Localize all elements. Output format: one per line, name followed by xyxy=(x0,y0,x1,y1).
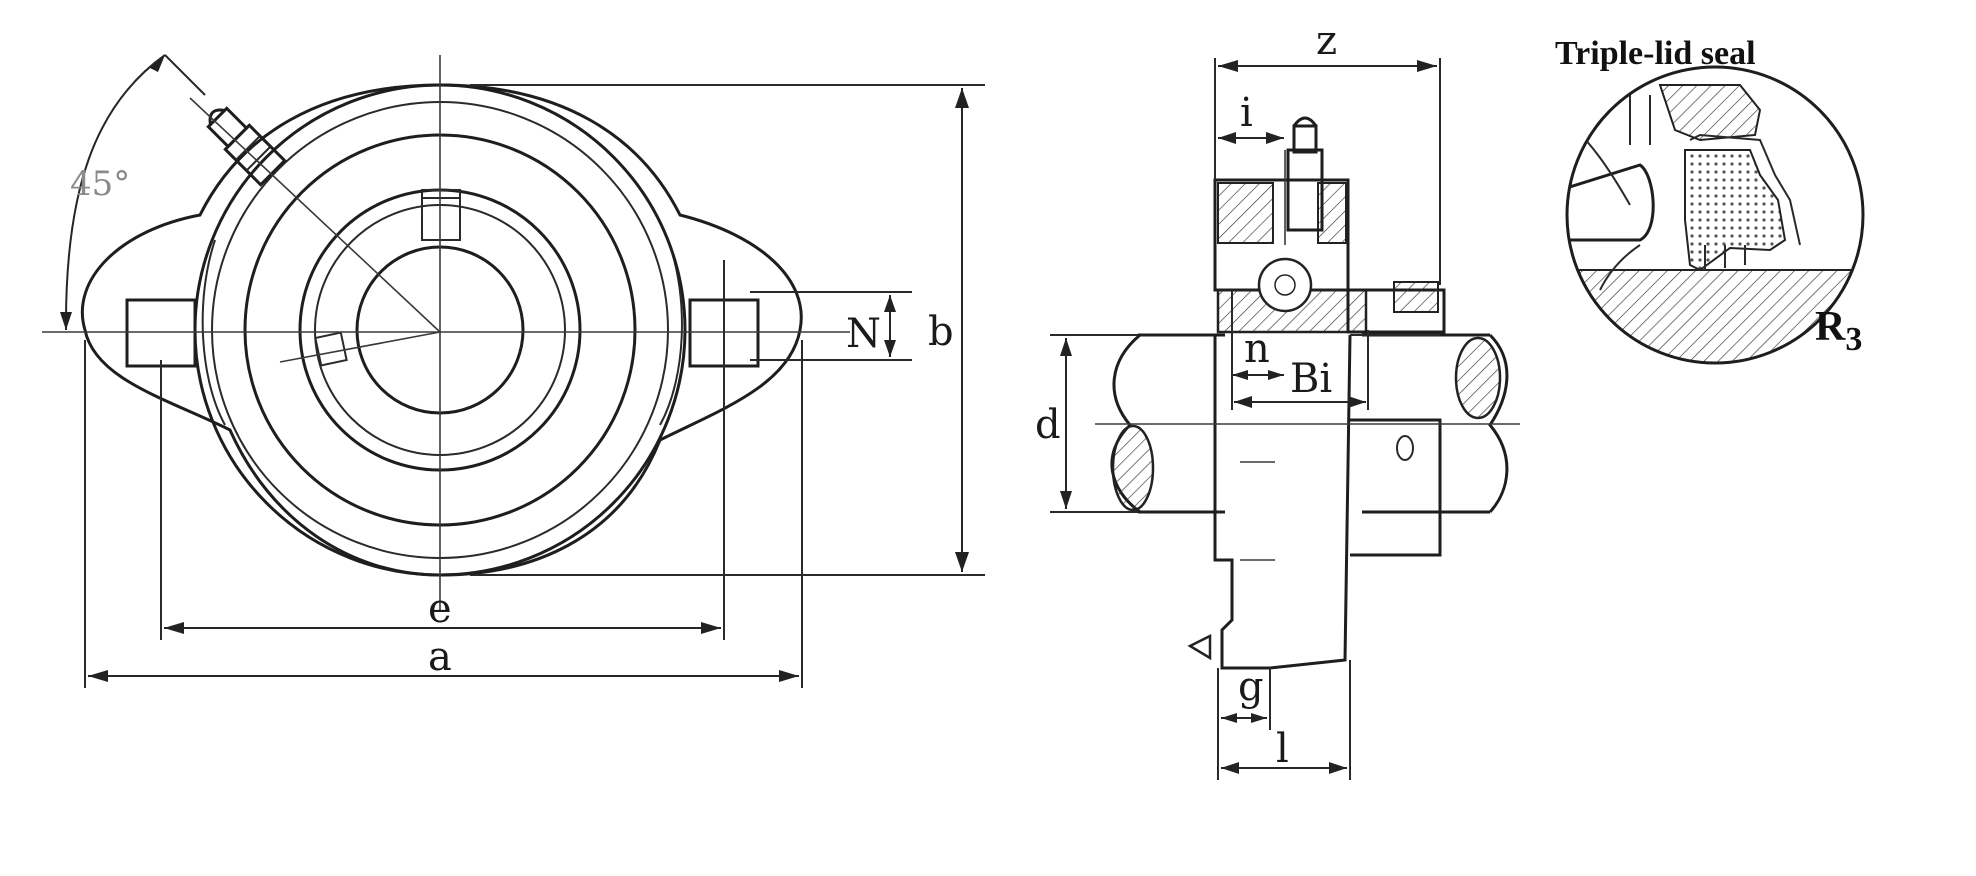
dim-e-label: e xyxy=(428,586,452,632)
angle-arc xyxy=(64,54,166,331)
pilot-marker-icon xyxy=(1187,633,1212,661)
dim-Bi-label: Bi xyxy=(1290,356,1332,402)
seal-lips xyxy=(1684,149,1787,272)
shaft xyxy=(1138,333,1225,514)
flange-outline xyxy=(80,83,803,577)
angle-label: 45° xyxy=(70,164,130,204)
side-view: z i n Bi d g l xyxy=(1035,18,1520,780)
grease-nipple-icon xyxy=(206,106,287,187)
set-screw-top xyxy=(421,189,461,241)
dim-z-label: z xyxy=(1316,18,1337,64)
dim-b-label: b xyxy=(928,309,954,355)
dim-N-label: N xyxy=(846,311,881,357)
dim-a-label: a xyxy=(428,634,452,680)
bolt-hole-left xyxy=(125,298,197,368)
dim-g-label: g xyxy=(1238,664,1264,710)
seal-code: R3 xyxy=(1815,304,1862,358)
seal-detail: Triple-lid seal R3 xyxy=(1555,35,1865,365)
shaft-section-right xyxy=(1454,336,1502,420)
dim-d-label: d xyxy=(1035,402,1061,448)
front-view: 45° b N e a xyxy=(42,54,985,688)
dim-l-label: l xyxy=(1276,726,1289,772)
housing-hatched-top xyxy=(1217,182,1274,244)
seal-code-main: R xyxy=(1815,304,1846,350)
set-screw-side xyxy=(314,331,348,367)
dim-n-label: n xyxy=(1244,326,1270,372)
side-grease-nipple-icon xyxy=(1286,116,1324,232)
dim-i-label: i xyxy=(1240,90,1253,136)
flange-recess-left xyxy=(201,239,226,426)
axis-45-line xyxy=(189,97,441,333)
housing-lower xyxy=(1213,334,1352,670)
shaft-section-left xyxy=(1111,424,1155,512)
seal-code-sub: 3 xyxy=(1845,321,1862,358)
seal-detail-circle xyxy=(1565,65,1865,365)
